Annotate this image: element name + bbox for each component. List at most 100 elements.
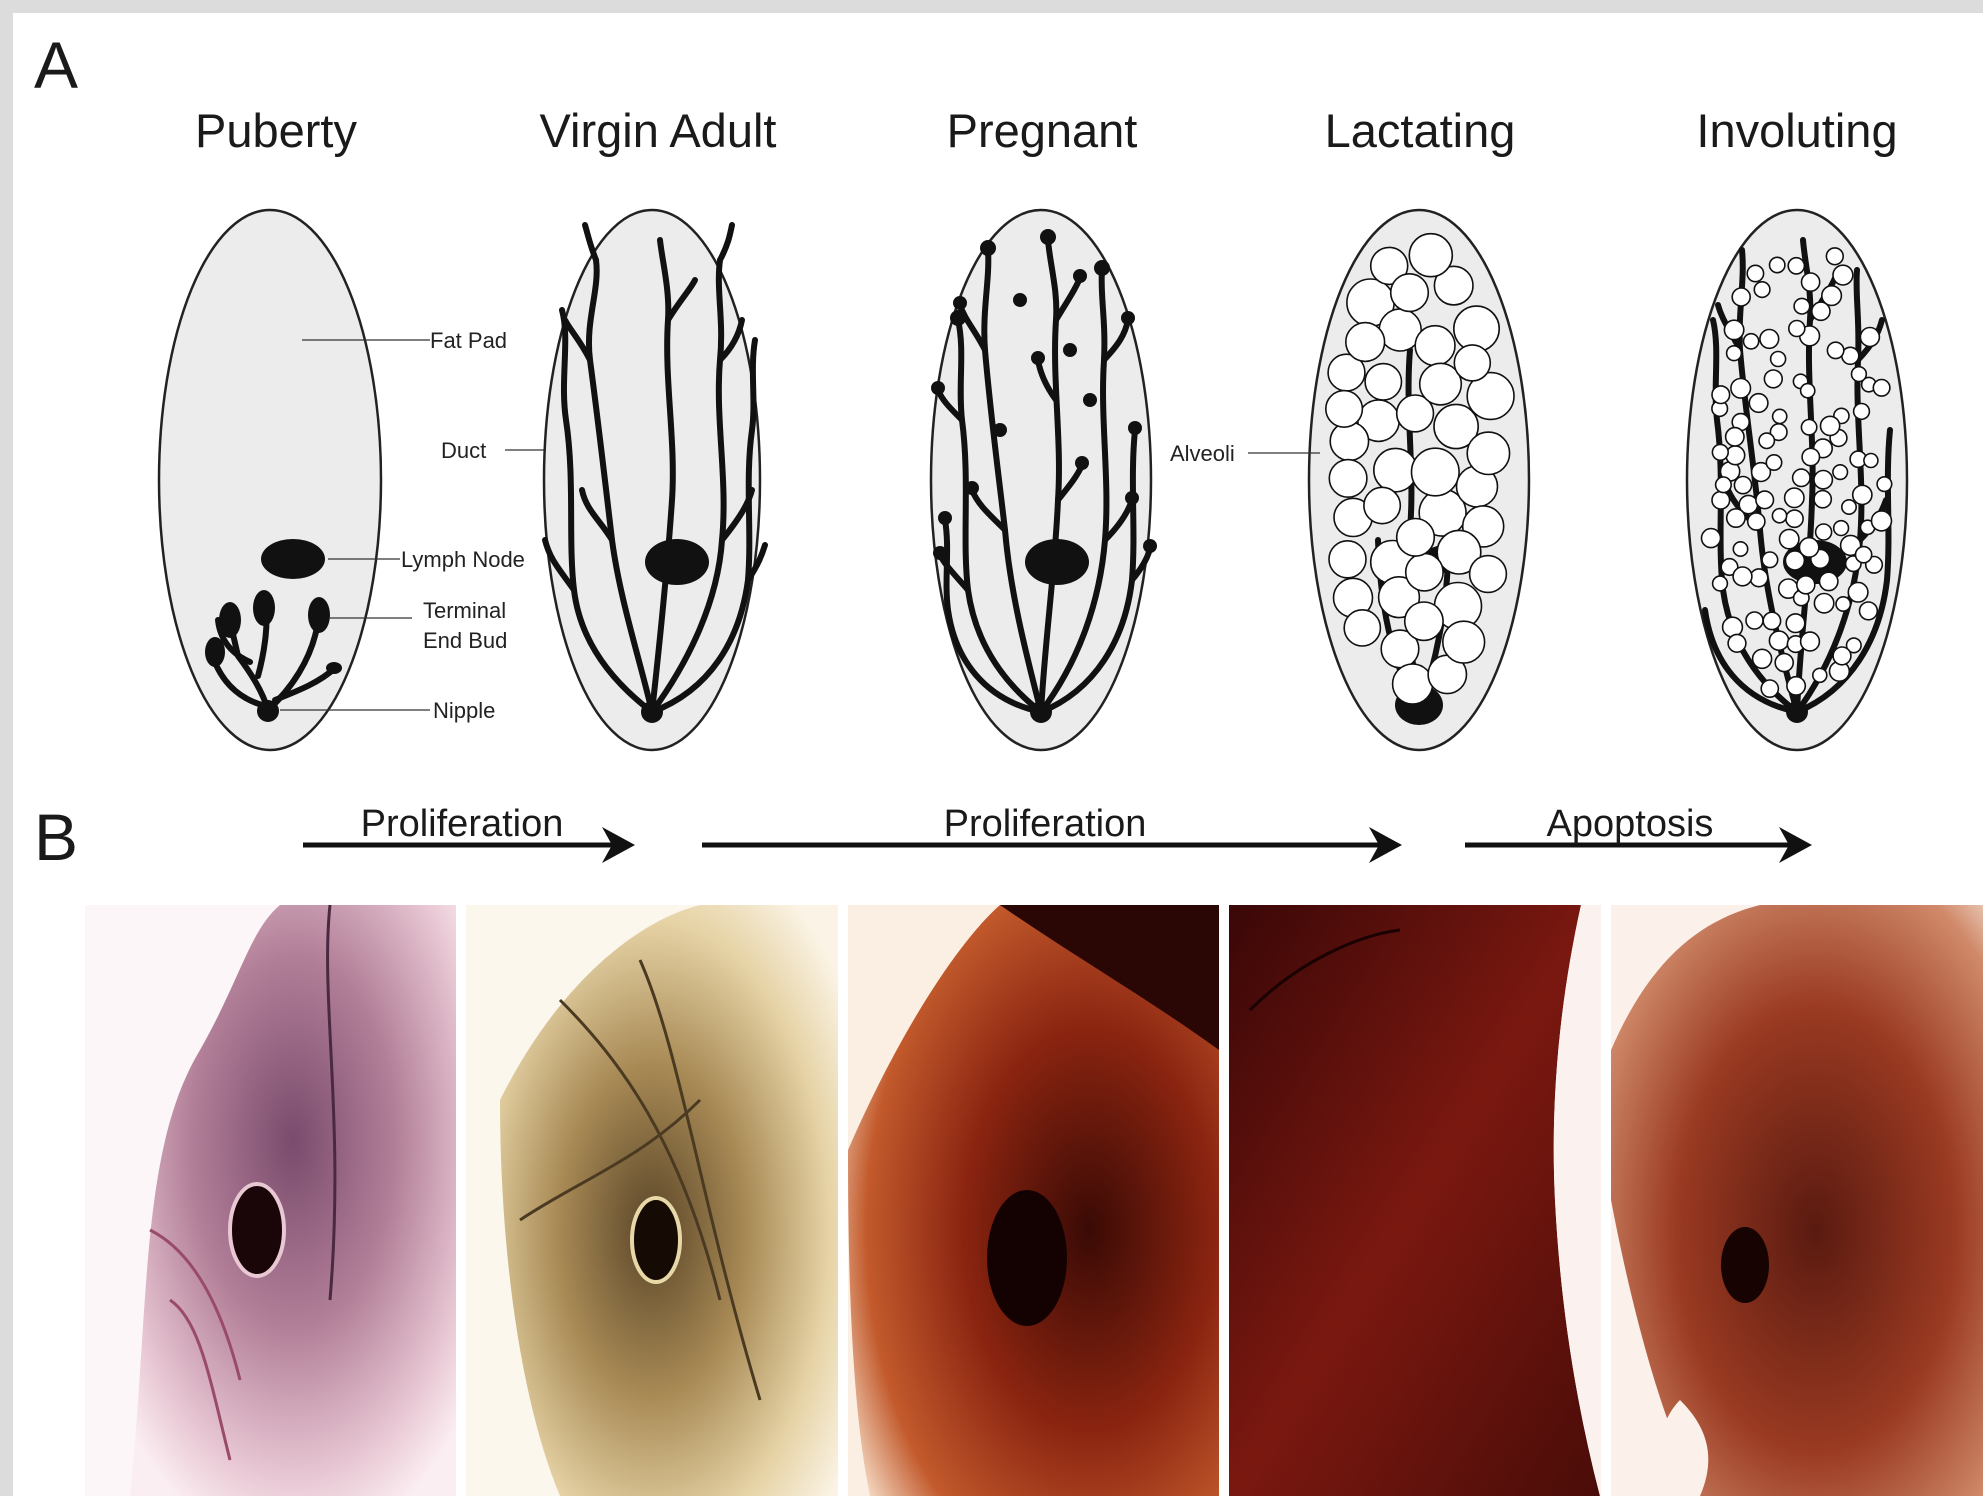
alveolus — [1794, 298, 1810, 314]
alveolus — [1753, 649, 1772, 668]
alveolus — [1726, 446, 1745, 465]
panel-a-letter: A — [34, 28, 78, 102]
alveolus — [1762, 552, 1778, 568]
alveolus — [1860, 602, 1878, 620]
arrow-label-apoptosis: Apoptosis — [1547, 803, 1714, 845]
alveolus — [1789, 321, 1805, 337]
alveolus — [1864, 454, 1878, 468]
arrow-label-proliferation-2: Proliferation — [944, 803, 1147, 845]
alveolus — [1702, 529, 1721, 548]
stage-title-virgin-adult: Virgin Adult — [540, 104, 777, 157]
alveolus — [1816, 524, 1832, 540]
alveolus — [1712, 491, 1730, 509]
alveolus — [1860, 328, 1879, 347]
alveolus — [1374, 448, 1417, 491]
alveolus — [1873, 380, 1890, 397]
alveolus — [1877, 477, 1892, 492]
alveolus — [1848, 582, 1868, 602]
alveolus — [1802, 273, 1820, 291]
micrograph-involuting — [1611, 905, 1983, 1496]
alveolus — [1822, 286, 1842, 306]
alveolus — [1734, 477, 1751, 494]
label-end-bud: End Bud — [423, 628, 507, 653]
alveolus — [1329, 460, 1367, 498]
alveolus — [1833, 465, 1848, 480]
alveolus — [1814, 594, 1833, 613]
alveolus — [1393, 664, 1433, 704]
alveolus — [1801, 384, 1815, 398]
alveolus — [1346, 323, 1385, 362]
alveolus — [1759, 433, 1774, 448]
micrograph-pregnant — [848, 905, 1219, 1496]
alveolus — [1853, 485, 1872, 504]
alveolus — [1746, 612, 1763, 629]
arrow-label-proliferation-1: Proliferation — [361, 803, 564, 845]
alveolus — [1415, 326, 1455, 366]
alveolus — [1412, 448, 1460, 496]
alveolus — [1731, 379, 1751, 399]
micrograph-puberty — [85, 905, 456, 1496]
alveolus — [1470, 556, 1507, 593]
alveolus — [1727, 509, 1745, 527]
alveolus — [1744, 334, 1759, 349]
alveolus — [1799, 538, 1818, 557]
alveolus — [1724, 320, 1743, 339]
alveolus — [1733, 567, 1752, 586]
alveolus — [1802, 448, 1819, 465]
micrograph-lactating — [1229, 905, 1601, 1496]
label-nipple: Nipple — [433, 698, 495, 723]
label-duct: Duct — [441, 438, 486, 463]
alveolus — [1769, 631, 1788, 650]
stage-title-pregnant: Pregnant — [947, 104, 1138, 157]
alveolus — [1391, 274, 1429, 312]
label-fat-pad: Fat Pad — [430, 328, 507, 353]
alveolus — [1760, 330, 1779, 349]
alveolus — [1786, 614, 1805, 633]
label-terminal: Terminal — [423, 598, 506, 623]
alveolus — [1836, 597, 1850, 611]
alveolus — [1344, 610, 1380, 646]
alveolus — [1409, 234, 1452, 277]
gland-puberty — [159, 210, 381, 750]
alveolus — [1766, 455, 1781, 470]
alveolus — [1833, 265, 1853, 285]
alveolus — [1747, 265, 1763, 281]
alveolus — [1833, 647, 1851, 665]
alveolus — [1872, 511, 1892, 531]
alveolus — [1406, 554, 1443, 591]
alveolus — [1763, 612, 1780, 629]
alveolus — [1405, 602, 1443, 640]
alveolus — [1773, 409, 1787, 423]
alveolus — [1801, 632, 1820, 651]
alveolus — [1749, 394, 1768, 413]
alveolus — [1775, 654, 1793, 672]
alveolus — [1771, 352, 1786, 367]
alveolus — [1712, 444, 1728, 460]
alveolus — [1397, 519, 1435, 557]
alveolus — [1854, 404, 1870, 420]
alveolus — [1732, 288, 1750, 306]
alveolus — [1443, 621, 1485, 663]
alveolus — [1770, 257, 1785, 272]
alveolus — [1842, 500, 1856, 514]
alveolus — [1788, 258, 1804, 274]
stage-title-involuting: Involuting — [1696, 104, 1897, 157]
alveolus — [1787, 677, 1805, 695]
alveolus — [1750, 569, 1768, 587]
alveolus — [1728, 634, 1746, 652]
alveolus — [1772, 509, 1786, 523]
alveolus — [1733, 542, 1747, 556]
alveolus — [1797, 576, 1815, 594]
alveolus — [1727, 346, 1742, 361]
alveolus — [1365, 364, 1401, 400]
panel-b-letter: B — [34, 800, 78, 874]
label-alveoli: Alveoli — [1170, 441, 1235, 466]
alveolus — [1813, 668, 1827, 682]
alveolus — [1726, 428, 1744, 446]
alveolus — [1856, 547, 1872, 563]
alveolus — [1780, 529, 1799, 548]
alveolus — [1761, 680, 1778, 697]
alveolus — [1756, 491, 1774, 509]
alveolus — [1785, 488, 1804, 507]
